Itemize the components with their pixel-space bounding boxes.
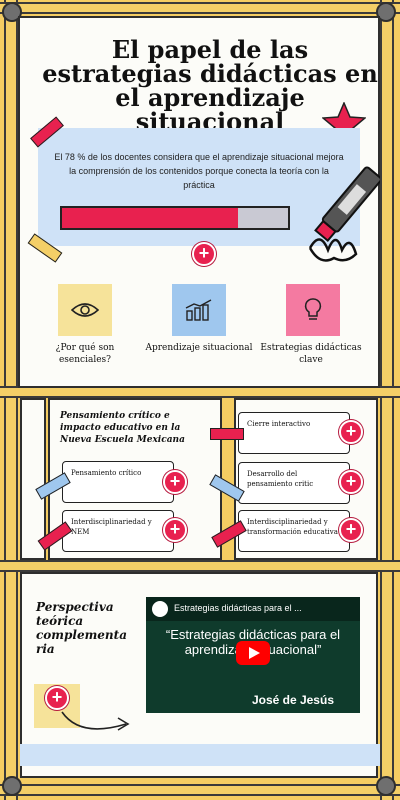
frame-bottom-bar bbox=[0, 784, 400, 796]
card-label: Estrategias didácticas clave bbox=[260, 343, 362, 365]
expand-perspective-button[interactable]: + bbox=[45, 686, 69, 710]
chart-icon bbox=[185, 299, 212, 321]
video-author: José de Jesús bbox=[251, 693, 334, 707]
expand-critical-thinking-button[interactable]: + bbox=[163, 470, 187, 494]
item-label: Desarrollo del pensamiento critic bbox=[247, 470, 314, 488]
stat-text: El 78 % de los docentes considera que el… bbox=[54, 152, 344, 190]
bolt-icon bbox=[2, 2, 22, 22]
tape-decoration bbox=[210, 428, 244, 440]
page-title: El papel de las estrategias didácticas e… bbox=[42, 35, 378, 136]
video-title: Estrategias didácticas para el ... bbox=[174, 603, 302, 613]
frame-top-bar bbox=[0, 2, 400, 14]
eye-icon bbox=[71, 303, 99, 317]
video-embed[interactable]: Estrategias didácticas para el ... “Estr… bbox=[146, 597, 360, 713]
card-key-strategies[interactable] bbox=[286, 284, 340, 336]
item-label: Interdisciplinariedad y transformación e… bbox=[247, 518, 338, 536]
expand-interdisciplinary-button[interactable]: + bbox=[163, 518, 187, 542]
bottom-strip bbox=[20, 744, 380, 766]
frame-mid-bar-2 bbox=[0, 560, 400, 572]
section2-left-strip bbox=[20, 398, 46, 560]
item-critical-thinking[interactable]: Pensamiento crítico bbox=[62, 461, 174, 503]
bolt-icon bbox=[376, 776, 396, 796]
item-label: Pensamiento crítico bbox=[71, 469, 142, 477]
item-educational-transformation[interactable]: Interdisciplinariedad y transformación e… bbox=[238, 510, 350, 552]
item-interactive-closing[interactable]: Cierre interactivo bbox=[238, 412, 350, 454]
progress-fill bbox=[62, 208, 239, 228]
bolt-icon bbox=[2, 776, 22, 796]
section2-title: Pensamiento crítico e impacto educativo … bbox=[60, 411, 185, 445]
lightbulb-icon bbox=[304, 298, 322, 320]
frame-left-bar bbox=[4, 0, 18, 800]
frame-right-bar bbox=[380, 0, 394, 800]
card-label: ¿Por qué son esenciales? bbox=[55, 343, 115, 365]
progress-bar bbox=[60, 206, 290, 230]
card-why-essential[interactable] bbox=[58, 284, 112, 336]
item-critical-development[interactable]: Desarrollo del pensamiento critic bbox=[238, 462, 350, 504]
expand-closing-button[interactable]: + bbox=[339, 420, 363, 444]
card-situational-learning[interactable] bbox=[172, 284, 226, 336]
video-header: Estrategias didácticas para el ... bbox=[146, 597, 360, 621]
expand-transformation-button[interactable]: + bbox=[339, 518, 363, 542]
marker-icon bbox=[308, 166, 380, 262]
section3-title: Perspectiva teórica complementa ria bbox=[36, 600, 127, 656]
expand-stat-button[interactable]: + bbox=[192, 242, 216, 266]
item-interdisciplinary-nem[interactable]: Interdisciplinariedad y NEM bbox=[62, 510, 174, 552]
bolt-icon bbox=[376, 2, 396, 22]
youtube-play-icon[interactable] bbox=[236, 641, 270, 665]
expand-development-button[interactable]: + bbox=[339, 470, 363, 494]
item-label: Interdisciplinariedad y NEM bbox=[71, 518, 152, 536]
channel-avatar bbox=[152, 601, 168, 617]
item-label: Cierre interactivo bbox=[247, 420, 311, 428]
arrow-icon bbox=[61, 711, 130, 731]
card-label: Aprendizaje situacional bbox=[145, 343, 253, 353]
